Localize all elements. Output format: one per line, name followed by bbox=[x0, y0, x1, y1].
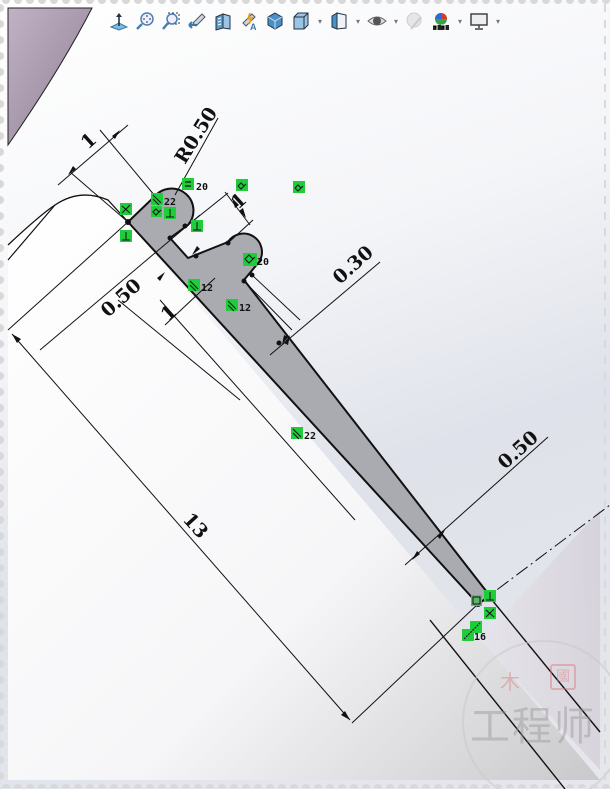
relation-fixed-bottom[interactable] bbox=[471, 595, 482, 606]
relation-parallel-22-mid[interactable]: 22 bbox=[291, 427, 316, 442]
zoom-to-fit-button[interactable] bbox=[134, 10, 156, 32]
display-style-dropdown[interactable]: ▾ bbox=[317, 16, 322, 26]
edit-appearance-icon bbox=[406, 12, 422, 30]
view-settings-button[interactable] bbox=[366, 10, 388, 32]
parallel-icon bbox=[152, 194, 162, 206]
parallel-icon bbox=[189, 280, 199, 292]
svg-text:12: 12 bbox=[201, 283, 213, 294]
dimension-1-step[interactable]: 1 bbox=[227, 189, 252, 214]
section-view-button[interactable] bbox=[212, 10, 234, 32]
svg-text:22: 22 bbox=[304, 431, 316, 442]
relation-tangent-float-1[interactable] bbox=[236, 179, 248, 191]
coincident-icon bbox=[485, 608, 495, 618]
edit-appearance-button[interactable] bbox=[404, 10, 426, 32]
dimension-arrows bbox=[12, 130, 445, 720]
body-inner-edge bbox=[429, 619, 566, 789]
apply-scene-button[interactable] bbox=[430, 10, 452, 32]
watermark-seal-left: 木 bbox=[500, 670, 520, 694]
tangent-icon bbox=[244, 254, 256, 264]
svg-text:22: 22 bbox=[164, 197, 176, 208]
view-orientation-icon bbox=[267, 12, 283, 30]
previous-view-icon bbox=[188, 13, 206, 29]
dimension-1-top[interactable]: 1 bbox=[77, 129, 102, 154]
previous-view-button[interactable] bbox=[186, 10, 208, 32]
solid-body-face[interactable] bbox=[7, 7, 93, 147]
equal-icon bbox=[185, 181, 191, 187]
relation-perpendicular-left[interactable] bbox=[120, 230, 132, 242]
perpendicular-icon bbox=[166, 209, 174, 218]
body-outer-edge bbox=[491, 599, 601, 733]
dimension-030[interactable]: 0.30 bbox=[329, 241, 378, 288]
display-style-button[interactable] bbox=[290, 10, 312, 32]
coincident-icon bbox=[121, 204, 131, 214]
svg-text:12: 12 bbox=[239, 303, 251, 314]
hide-show-items-button[interactable] bbox=[328, 10, 350, 32]
svg-text:20: 20 bbox=[196, 182, 208, 193]
dynamic-annotation-button[interactable]: A bbox=[238, 10, 260, 32]
relation-coincident-16[interactable]: 16 bbox=[462, 621, 486, 643]
hide-show-items-dropdown[interactable]: ▾ bbox=[355, 16, 360, 26]
dimension-lines bbox=[7, 117, 549, 724]
relation-perpendicular-top[interactable] bbox=[164, 207, 176, 219]
dynamic-annotation-icon: A bbox=[242, 12, 257, 31]
tangent-icon bbox=[294, 184, 304, 192]
normal-to-button[interactable] bbox=[108, 10, 130, 32]
watermark-seal-right: 國 bbox=[550, 664, 576, 690]
body-chamfer-edge bbox=[7, 204, 56, 261]
view-settings-monitor-icon bbox=[470, 13, 488, 30]
relation-tangent-20[interactable]: 20 bbox=[243, 253, 269, 268]
zoom-to-area-icon bbox=[162, 12, 180, 30]
sketch-profile[interactable] bbox=[127, 187, 491, 605]
centerline[interactable] bbox=[477, 504, 610, 605]
dimension-r050[interactable]: R0.50 bbox=[171, 103, 223, 167]
section-view-icon bbox=[215, 13, 231, 31]
heads-up-view-toolbar: A ▾ ▾ ▾ ▾ ▾ bbox=[108, 8, 502, 34]
revolved-body-face[interactable] bbox=[8, 195, 600, 780]
relation-parallel-12-a[interactable]: 12 bbox=[188, 279, 213, 294]
view-settings-monitor-button[interactable] bbox=[468, 10, 490, 32]
tangent-icon bbox=[237, 182, 247, 190]
relation-coincident-left[interactable] bbox=[120, 203, 132, 215]
relation-parallel-22-top[interactable]: 22 bbox=[151, 193, 176, 208]
relation-tangent-float-2[interactable] bbox=[293, 181, 305, 193]
relation-equal-20[interactable]: 20 bbox=[182, 178, 208, 193]
view-settings-dropdown[interactable]: ▾ bbox=[393, 16, 398, 26]
relation-coincident-bottom[interactable] bbox=[484, 607, 496, 619]
normal-to-icon bbox=[109, 13, 129, 31]
fixed-icon bbox=[472, 596, 481, 605]
body-profile-edge bbox=[7, 194, 129, 246]
parallel-icon bbox=[292, 428, 302, 440]
view-settings-eye-icon bbox=[367, 16, 387, 26]
svg-text:20: 20 bbox=[257, 257, 269, 268]
parallel-icon bbox=[227, 300, 237, 312]
apply-scene-icon bbox=[433, 13, 449, 30]
dimension-050-right[interactable]: 0.50 bbox=[494, 426, 543, 473]
perpendicular-icon bbox=[122, 232, 130, 241]
display-style-icon bbox=[293, 12, 309, 30]
view-orientation-button[interactable] bbox=[264, 10, 286, 32]
relation-parallel-12-b[interactable]: 12 bbox=[226, 299, 251, 314]
tangent-icon bbox=[152, 208, 162, 216]
watermark-text: 工程师 bbox=[470, 704, 596, 750]
relation-perpendicular-bottom[interactable] bbox=[484, 590, 496, 602]
zoom-to-area-button[interactable] bbox=[160, 10, 182, 32]
view-settings-monitor-dropdown[interactable]: ▾ bbox=[495, 16, 500, 26]
perpendicular-icon bbox=[486, 592, 494, 601]
relation-perpendicular-step[interactable] bbox=[191, 220, 203, 232]
hide-show-items-icon bbox=[331, 12, 347, 30]
apply-scene-dropdown[interactable]: ▾ bbox=[457, 16, 462, 26]
perpendicular-icon bbox=[193, 222, 201, 231]
coincident-icon bbox=[463, 622, 481, 640]
relation-tangent-top[interactable] bbox=[151, 206, 162, 217]
svg-text:16: 16 bbox=[474, 632, 486, 643]
zoom-to-fit-icon bbox=[136, 12, 154, 30]
svg-text:A: A bbox=[250, 22, 257, 31]
